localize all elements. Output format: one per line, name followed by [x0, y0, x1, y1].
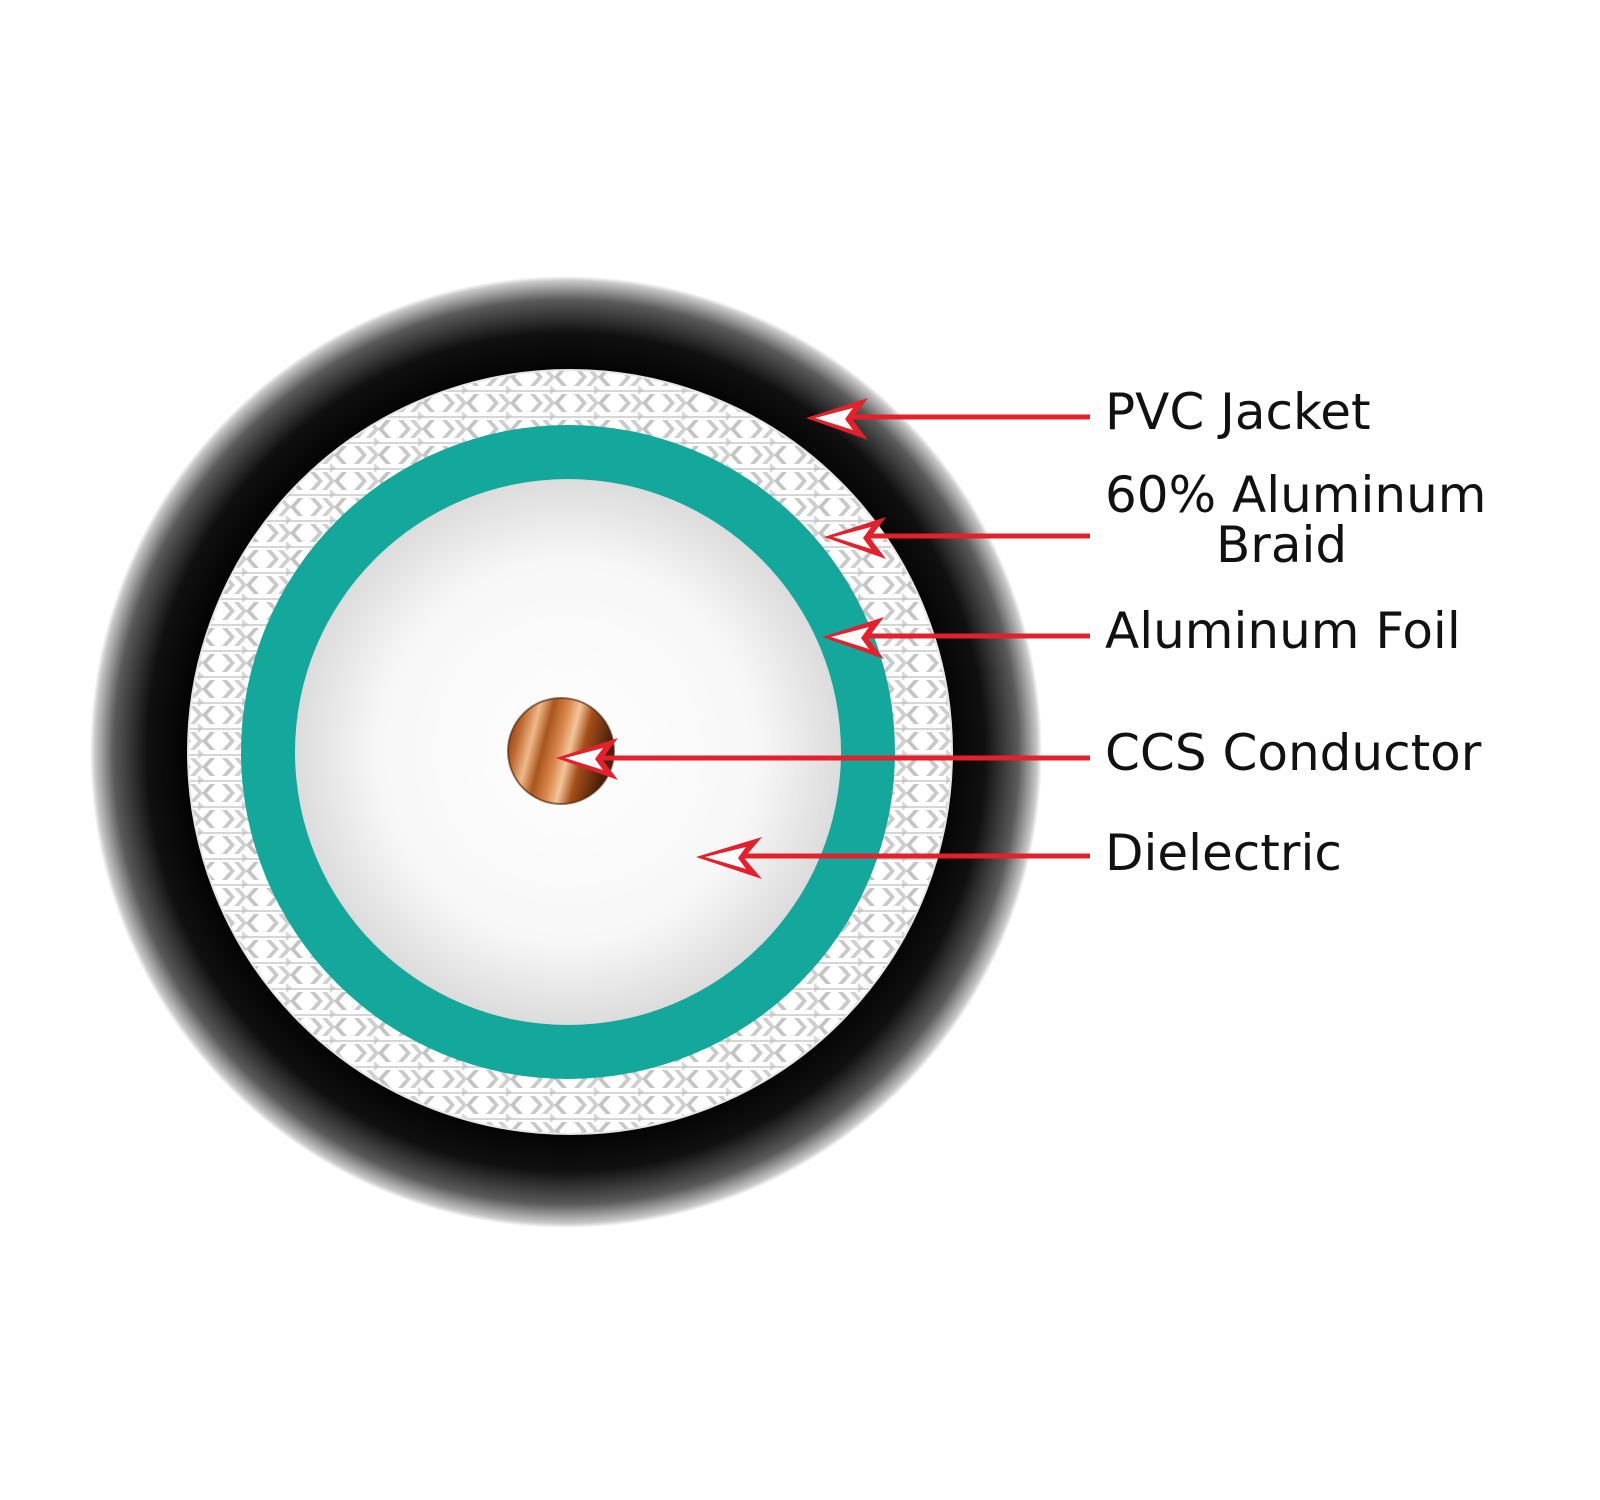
- label-aluminum-braid-line1: 60% Aluminum: [1105, 466, 1487, 524]
- ccs-conductor: [508, 698, 614, 804]
- arrow-aluminum-braid: [824, 517, 1090, 559]
- label-aluminum-foil: Aluminum Foil: [1105, 602, 1461, 660]
- arrow-ccs-conductor: [556, 738, 1090, 780]
- arrow-aluminum-foil: [822, 617, 1090, 659]
- label-pvc-jacket: PVC Jacket: [1105, 383, 1371, 441]
- label-ccs-conductor: CCS Conductor: [1105, 724, 1482, 782]
- label-dielectric: Dielectric: [1105, 824, 1342, 882]
- label-aluminum-braid-line2: Braid: [1216, 516, 1347, 574]
- arrow-dielectric: [696, 837, 1090, 879]
- arrow-pvc-jacket: [806, 398, 1090, 440]
